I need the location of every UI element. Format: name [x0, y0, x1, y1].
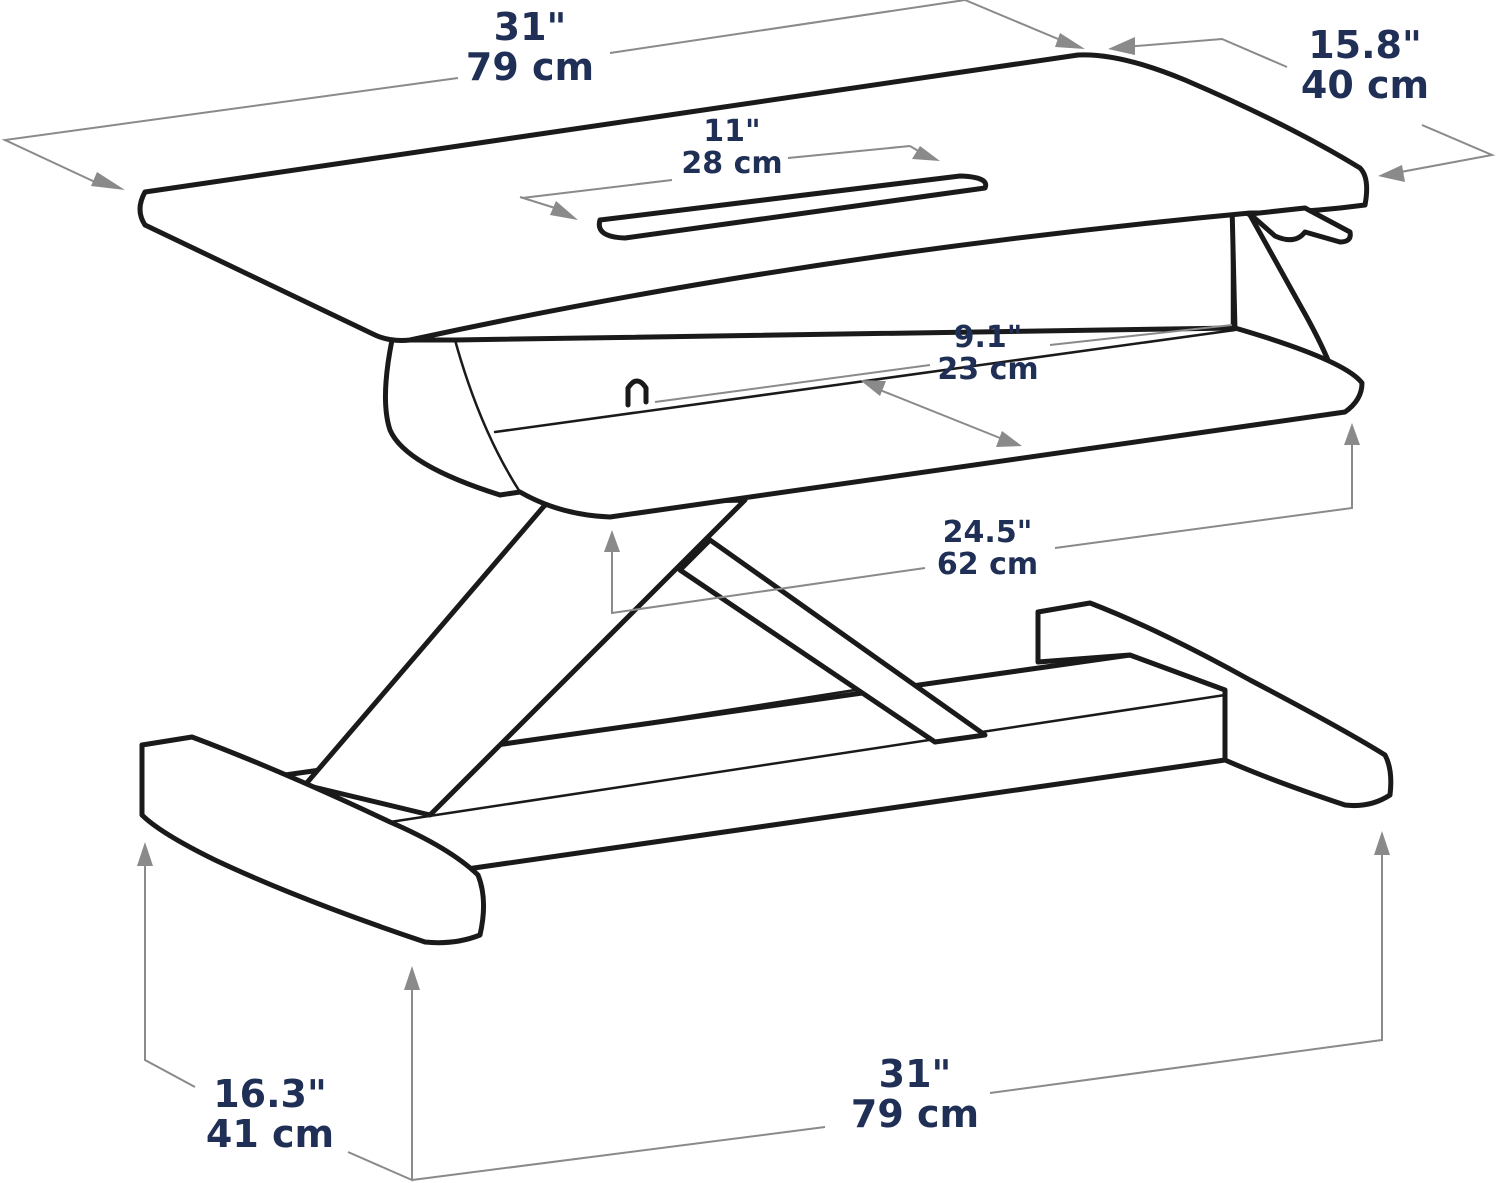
lift-height-label: 24.5" 62 cm: [920, 517, 1055, 580]
lift-height-imperial: 24.5": [942, 515, 1033, 550]
left-foot: [139, 734, 486, 946]
base-width-imperial: 31": [878, 1052, 952, 1096]
right-foot: [1035, 600, 1394, 808]
base-depth-imperial: 16.3": [213, 1072, 327, 1116]
base-width-metric: 79 cm: [850, 1091, 980, 1136]
desktop-surface: [137, 52, 1370, 343]
slot-width-imperial: 11": [703, 114, 761, 149]
keyboard-depth-label: 9.1" 23 cm: [928, 322, 1048, 385]
top-depth-imperial: 15.8": [1308, 23, 1422, 67]
desktop-slot: [596, 173, 989, 241]
base-width-label: 31" 79 cm: [835, 1052, 995, 1136]
release-lever: [1247, 205, 1353, 245]
top-width-label: 31" 79 cm: [455, 5, 605, 89]
lift-height-metric: 62 cm: [936, 546, 1039, 582]
top-depth-label: 15.8" 40 cm: [1290, 23, 1440, 107]
base-depth-label: 16.3" 41 cm: [195, 1072, 345, 1156]
keyboard-depth-metric: 23 cm: [937, 351, 1039, 387]
keyboard-tray: [383, 325, 1365, 520]
base-depth-metric: 41 cm: [205, 1111, 335, 1156]
slot-width-metric: 28 cm: [681, 145, 783, 181]
top-width-metric: 79 cm: [465, 44, 595, 89]
top-depth-metric: 40 cm: [1300, 62, 1430, 107]
rear-support: [1229, 202, 1333, 368]
slot-width-label: 11" 28 cm: [672, 116, 792, 179]
top-width-imperial: 31": [493, 5, 567, 49]
keyboard-depth-imperial: 9.1": [953, 320, 1023, 355]
